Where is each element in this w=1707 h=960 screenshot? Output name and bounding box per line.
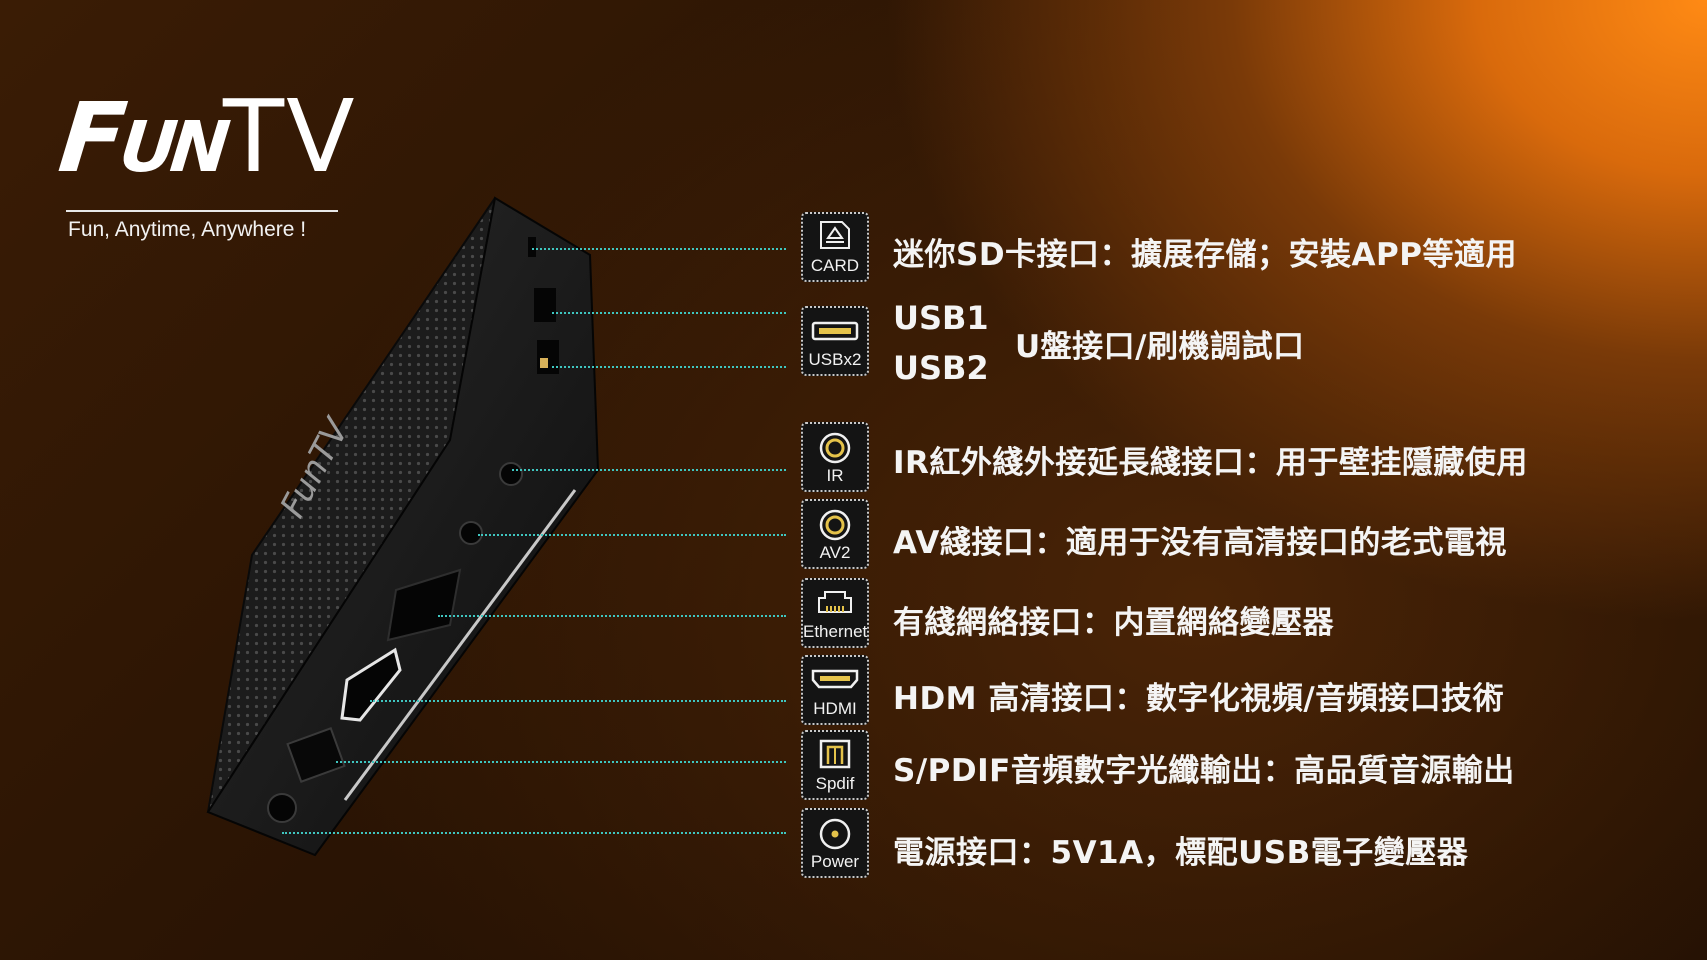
port-description-spdif: S/PDIF音頻數字光纖輸出：高品質音源輸出 [893, 753, 1515, 789]
device-ethernet-port [386, 568, 462, 642]
leader-line-spdif [336, 761, 786, 763]
device-usb2-port [537, 340, 559, 374]
port-badge-ir: IR [801, 422, 869, 492]
logo-divider [66, 210, 338, 212]
port-description-power: 電源接口：5V1A，標配USB電子變壓器 [893, 835, 1469, 871]
port-description-card: 迷你SD卡接口：擴展存儲；安裝APP等適用 [893, 237, 1517, 273]
leader-line-ir [512, 469, 786, 471]
port-badge-usb: USBx2 [801, 306, 869, 376]
port-badge-hdmi: HDMI [801, 655, 869, 725]
device-hdmi-port [340, 647, 402, 722]
port-label-av: AV2 [819, 543, 851, 562]
port-description-ir: IR紅外綫外接延長綫接口：用于壁挂隱藏使用 [893, 445, 1528, 481]
logo-tagline: Fun, Anytime, Anywhere ! [68, 218, 307, 241]
logo-wordmark: FUNTV [54, 78, 357, 195]
port-description-av: AV綫接口：適用于没有高清接口的老式電視 [893, 525, 1507, 561]
leader-line-usb2 [552, 366, 786, 368]
usb-port-icon [811, 321, 859, 341]
leader-line-av [478, 534, 786, 536]
ir-port-icon [819, 432, 851, 464]
device-av-jack [459, 521, 483, 545]
leader-line-power [282, 832, 786, 834]
device-usb1-port [534, 288, 556, 322]
port-label-hdmi: HDMI [813, 699, 857, 718]
hdmi-port-icon [811, 669, 859, 689]
brand-logo: FUNTV Fun, Anytime, Anywhere ! [54, 78, 360, 248]
port-label-spdif: Spdif [815, 774, 855, 793]
port-name-usb1: USB1 [893, 299, 989, 337]
power-port-icon [819, 818, 851, 850]
port-name-usb2: USB2 [893, 349, 989, 387]
sd-card-icon [820, 221, 850, 249]
port-badge-spdif: Spdif [801, 730, 869, 800]
port-description-hdmi: HDM 高清接口：數字化視頻/音頻接口技術 [893, 681, 1505, 717]
device-sd-slot [528, 237, 536, 257]
port-badge-av: AV2 [801, 499, 869, 569]
port-description-ethernet: 有綫網絡接口：内置網絡變壓器 [893, 605, 1334, 641]
port-description-usb: U盤接口/刷機調試口 [1015, 329, 1305, 365]
port-badge-ethernet: Ethernet [801, 578, 869, 648]
leader-line-hdmi [370, 700, 786, 702]
leader-line-usb1 [552, 312, 786, 314]
ethernet-port-icon [818, 591, 852, 613]
port-label-power: Power [810, 852, 860, 871]
spdif-port-icon [819, 739, 851, 769]
port-label-card: CARD [810, 256, 860, 275]
port-label-ethernet: Ethernet [803, 622, 868, 641]
av-port-icon [819, 509, 851, 541]
port-label-usb: USBx2 [808, 350, 862, 369]
device-spdif-port [286, 727, 346, 783]
port-badge-card: CARD [801, 212, 869, 282]
port-badge-power: Power [801, 808, 869, 878]
leader-line-card [532, 248, 786, 250]
device-ir-jack [499, 462, 523, 486]
device-usb2-contact [540, 358, 548, 368]
leader-line-ethernet [438, 615, 786, 617]
device-power-jack [267, 793, 297, 823]
port-label-ir: IR [826, 466, 844, 485]
